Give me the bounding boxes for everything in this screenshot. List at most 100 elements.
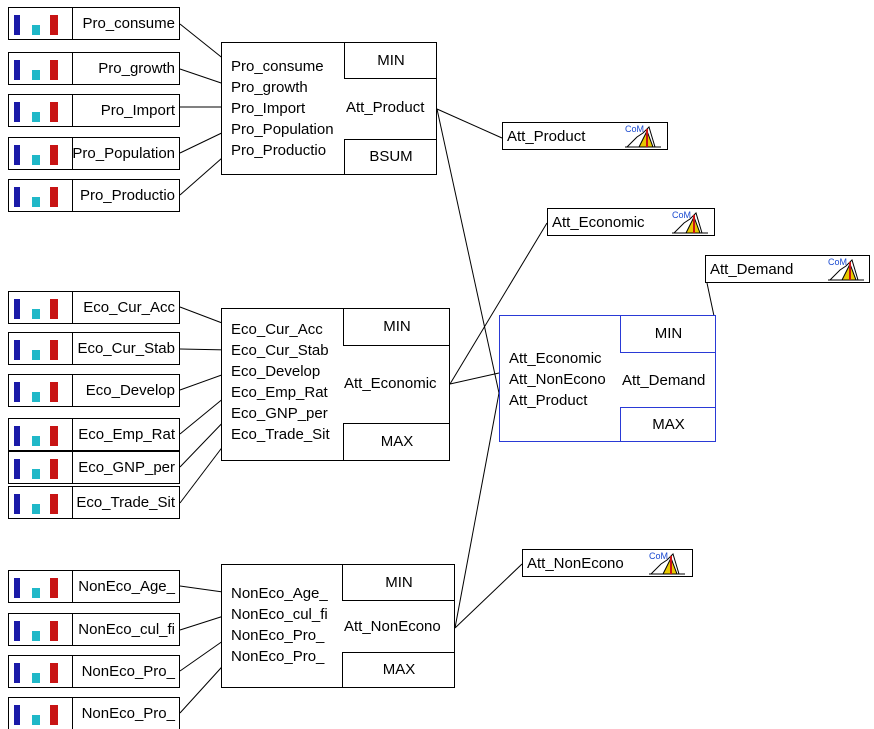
- input-var-label: Eco_Develop: [85, 382, 175, 399]
- input-var-pro-consume[interactable]: Pro_consume: [8, 7, 180, 40]
- input-var-label: Pro_consume: [82, 15, 175, 32]
- input-var-pro-growth[interactable]: Pro_growth: [8, 52, 180, 85]
- bar-chart-icon: [14, 578, 60, 598]
- bar-chart-icon: [14, 621, 60, 641]
- aggregation-operator[interactable]: MIN: [620, 315, 716, 353]
- result-operator[interactable]: MAX: [620, 407, 716, 442]
- com-membership-icon: CoM: [672, 210, 708, 234]
- input-var-label: Pro_Import: [100, 102, 175, 119]
- input-var-eco-cur-stab[interactable]: Eco_Cur_Stab: [8, 332, 180, 365]
- input-var-eco-trade-sit[interactable]: Eco_Trade_Sit: [8, 486, 180, 519]
- rule-input: Att_Economic: [509, 350, 602, 367]
- svg-text:CoM: CoM: [649, 551, 668, 561]
- input-var-eco-emp-rat[interactable]: Eco_Emp_Rat: [8, 418, 180, 451]
- rule-output: Att_Demand: [622, 372, 706, 389]
- com-membership-icon: CoM: [649, 551, 685, 575]
- input-var-label: Eco_Cur_Stab: [77, 340, 175, 357]
- input-var-label: Eco_GNP_per: [78, 459, 175, 476]
- svg-text:CoM: CoM: [828, 257, 847, 267]
- rule-input: NonEco_Age_: [231, 585, 328, 602]
- bar-chart-icon: [14, 382, 60, 402]
- rule-block-inputs: Att_Economic Att_NonEcono Att_Product: [509, 348, 606, 411]
- input-var-noneco-pro-1[interactable]: NonEco_Pro_: [8, 655, 180, 688]
- bar-chart-icon: [14, 663, 60, 683]
- input-var-label: NonEco_Age_: [78, 578, 175, 595]
- bar-chart-icon: [14, 299, 60, 319]
- svg-text:CoM: CoM: [672, 210, 691, 220]
- output-var-att-product[interactable]: Att_Product CoM: [502, 122, 668, 150]
- rule-output: Att_Economic: [344, 375, 437, 392]
- input-var-label: Eco_Trade_Sit: [76, 494, 175, 511]
- rule-block-noneconomic[interactable]: NonEco_Age_ NonEco_cul_fi NonEco_Pro_ No…: [221, 564, 455, 688]
- rule-input: Att_Product: [509, 392, 588, 409]
- result-operator[interactable]: MAX: [342, 652, 455, 688]
- output-var-label: Att_NonEcono: [527, 555, 624, 572]
- input-var-label: Eco_Cur_Acc: [83, 299, 175, 316]
- bar-chart-icon: [14, 145, 60, 165]
- input-var-pro-import[interactable]: Pro_Import: [8, 94, 180, 127]
- input-var-eco-gnp-per[interactable]: Eco_GNP_per: [8, 451, 180, 484]
- input-var-label: NonEco_cul_fi: [78, 621, 175, 638]
- input-var-label: NonEco_Pro_: [81, 705, 175, 722]
- result-operator[interactable]: BSUM: [344, 139, 437, 175]
- rule-input: Pro_Import: [231, 100, 306, 117]
- bar-chart-icon: [14, 60, 60, 80]
- output-var-att-nonecono[interactable]: Att_NonEcono CoM: [522, 549, 693, 577]
- input-var-eco-develop[interactable]: Eco_Develop: [8, 374, 180, 407]
- aggregation-operator[interactable]: MIN: [344, 42, 437, 79]
- rule-input: NonEco_Pro_: [231, 648, 325, 665]
- rule-block-demand[interactable]: Att_Economic Att_NonEcono Att_Product MI…: [499, 315, 716, 442]
- rule-input: Pro_growth: [231, 79, 308, 96]
- rule-input: NonEco_cul_fi: [231, 606, 328, 623]
- input-var-noneco-pro-2[interactable]: NonEco_Pro_: [8, 697, 180, 729]
- result-operator[interactable]: MAX: [343, 423, 450, 461]
- input-var-label: NonEco_Pro_: [81, 663, 175, 680]
- bar-chart-icon: [14, 340, 60, 360]
- output-var-label: Att_Economic: [552, 214, 645, 231]
- input-var-noneco-age[interactable]: NonEco_Age_: [8, 570, 180, 603]
- rule-output: Att_Product: [346, 99, 425, 116]
- rule-input: Eco_Develop: [231, 363, 321, 380]
- rule-input: Pro_Population: [231, 121, 334, 138]
- rule-input: Pro_Productio: [231, 142, 327, 159]
- input-var-eco-cur-acc[interactable]: Eco_Cur_Acc: [8, 291, 180, 324]
- input-var-noneco-cul-fi[interactable]: NonEco_cul_fi: [8, 613, 180, 646]
- bar-chart-icon: [14, 494, 60, 514]
- rule-input: Eco_GNP_per: [231, 405, 328, 422]
- rule-input: Pro_consume: [231, 58, 324, 75]
- bar-chart-icon: [14, 426, 60, 446]
- rule-input: Eco_Emp_Rat: [231, 384, 328, 401]
- rule-block-economic[interactable]: Eco_Cur_Acc Eco_Cur_Stab Eco_Develop Eco…: [221, 308, 450, 461]
- rule-block-product[interactable]: Pro_consume Pro_growth Pro_Import Pro_Po…: [221, 42, 437, 175]
- rule-output: Att_NonEcono: [344, 618, 441, 635]
- rule-input: Eco_Cur_Acc: [231, 321, 323, 338]
- aggregation-operator[interactable]: MIN: [343, 308, 450, 346]
- bar-chart-icon: [14, 102, 60, 122]
- rule-block-inputs: Eco_Cur_Acc Eco_Cur_Stab Eco_Develop Eco…: [231, 319, 330, 445]
- input-var-pro-productio[interactable]: Pro_Productio: [8, 179, 180, 212]
- rule-block-inputs: NonEco_Age_ NonEco_cul_fi NonEco_Pro_ No…: [231, 583, 328, 667]
- rule-block-inputs: Pro_consume Pro_growth Pro_Import Pro_Po…: [231, 56, 334, 161]
- rule-input: Eco_Trade_Sit: [231, 426, 330, 443]
- bar-chart-icon: [14, 187, 60, 207]
- com-membership-icon: CoM: [828, 257, 864, 281]
- svg-text:CoM: CoM: [625, 124, 644, 134]
- aggregation-operator[interactable]: MIN: [342, 564, 455, 601]
- input-var-label: Pro_growth: [98, 60, 175, 77]
- input-var-label: Eco_Emp_Rat: [78, 426, 175, 443]
- rule-input: NonEco_Pro_: [231, 627, 325, 644]
- output-var-att-demand[interactable]: Att_Demand CoM: [705, 255, 870, 283]
- bar-chart-icon: [14, 705, 60, 725]
- input-var-pro-population[interactable]: Pro_Population: [8, 137, 180, 170]
- bar-chart-icon: [14, 459, 60, 479]
- input-var-label: Pro_Population: [72, 145, 175, 162]
- input-var-label: Pro_Productio: [79, 187, 175, 204]
- rule-input: Eco_Cur_Stab: [231, 342, 329, 359]
- com-membership-icon: CoM: [625, 124, 661, 148]
- output-var-label: Att_Product: [507, 128, 586, 145]
- rule-input: Att_NonEcono: [509, 371, 606, 388]
- bar-chart-icon: [14, 15, 60, 35]
- output-var-att-economic[interactable]: Att_Economic CoM: [547, 208, 715, 236]
- output-var-label: Att_Demand: [710, 261, 794, 278]
